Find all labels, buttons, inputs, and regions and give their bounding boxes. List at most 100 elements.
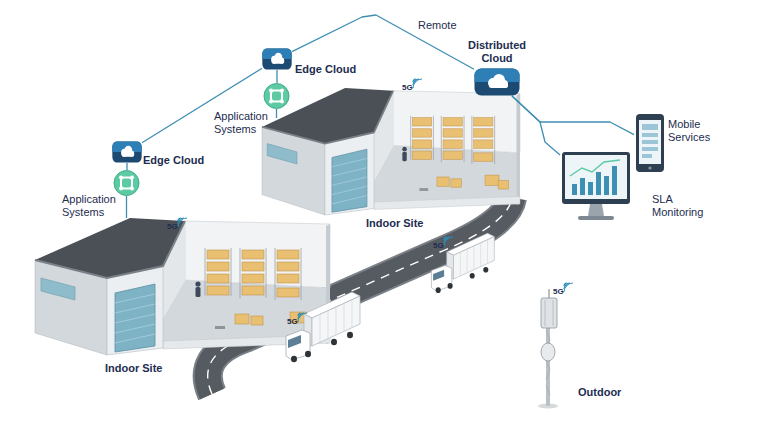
tablet-part-part [642,154,652,158]
connector-line [292,15,474,69]
cloud-icon-part-part [272,60,284,64]
cloud-icon [112,141,142,163]
edge-label: Remote [418,19,457,32]
app-icon-part-part [280,100,284,104]
monitor-part [578,216,614,220]
node-label: Application Systems [62,193,122,219]
app-icon-part [271,91,282,102]
tablet [636,114,664,172]
node-label: Edge Cloud [295,63,375,76]
node-label: Mobile Services [668,118,720,144]
cell-tower-part-part [546,360,550,370]
signal-icon [413,79,422,88]
tablet-part-part [642,140,658,144]
connector-line [276,109,277,118]
monitor-part-part [604,176,609,195]
cell-tower-part [545,300,546,326]
cloud-icon-part [475,69,520,96]
application-systems: Application Systems [263,83,290,109]
signal-icon [298,313,307,322]
network-tag: 5G [553,287,564,296]
cloud-icon-part [262,48,291,69]
cloud-icon-part [112,141,141,162]
cell-tower-part [553,300,554,326]
indoor-site-building [262,88,520,215]
app-icon-part [114,171,139,196]
cell-tower-part [541,343,555,361]
cell-tower-part-part [546,330,550,340]
app-icon-part-part [269,100,273,104]
edge-cloud: Edge Cloud [262,48,292,70]
tablet-part [639,120,661,164]
network-tag: 5G [402,83,413,92]
indoor-site: Indoor Site [35,218,330,355]
monitor-part-part [580,178,585,195]
indoor-site: Indoor Site [262,118,520,215]
connector-line [126,196,127,218]
app-icon-part-part [130,176,134,180]
network-tag: 5G [167,222,178,231]
connector-line [512,96,560,155]
truck [286,292,360,362]
app-icon [113,170,140,196]
node-label: Edge Cloud [143,154,223,167]
indoor-site-building [35,218,330,355]
cell-tower-part [546,330,550,395]
node-label: Distributed Cloud [466,39,528,65]
cell-tower-part-part [546,370,550,380]
app-icon-part-part [119,176,123,180]
app-icon-part [121,178,132,189]
tablet-part [648,166,651,169]
monitor-part-part [596,172,601,195]
connector-line [276,70,277,83]
cloud-icon-part [271,53,284,64]
app-icon-part-part [130,187,134,191]
tablet-part-part [642,124,658,130]
cell-tower-part-part [546,385,550,395]
monitor [562,152,630,220]
edge-cloud: Edge Cloud [112,141,142,163]
app-icon-part [269,89,284,104]
app-icon-part-part [119,187,123,191]
cell-tower-part [546,326,550,406]
cloud-icon [474,68,520,96]
cell-tower-part [548,289,549,299]
node-label: Indoor Site [105,362,195,375]
monitor-part-part [572,184,577,195]
tablet-part-part [642,133,658,137]
network-tag: 5G [433,241,444,250]
truck [431,233,494,293]
cloud-icon-part-part [489,83,508,88]
distributed-cloud: Distributed Cloud [474,68,520,96]
node-label: Outdoor [578,386,648,399]
monitor-part [565,155,627,199]
connector-line [512,96,634,135]
connector-line [126,163,127,170]
app-icon-part-part [280,89,284,93]
monitor-part [588,204,604,216]
monitor-part-part [588,182,593,195]
mobile-services: Mobile Services [634,112,666,174]
tablet-part [642,124,658,158]
monitor-part [562,152,630,204]
node-label: SLA Monitoring [652,193,714,219]
tablet-part-part [642,147,658,151]
outdoor-site: Outdoor [536,288,562,408]
cloud-icon-part [488,74,508,88]
node-label: Indoor Site [366,217,456,230]
node-label: Application Systems [214,110,274,136]
signal-icon [564,283,573,292]
monitor-part [570,160,620,176]
cloud-icon [262,48,292,70]
cloud-icon-part [121,146,134,157]
tablet-part [636,114,664,172]
app-icon-part-part [269,89,273,93]
cell-tower-part [541,298,557,328]
sla-monitoring: SLA Monitoring [560,150,632,222]
signal-icon [444,237,453,246]
signal-icon [178,218,187,227]
application-systems: Application Systems [113,170,140,196]
